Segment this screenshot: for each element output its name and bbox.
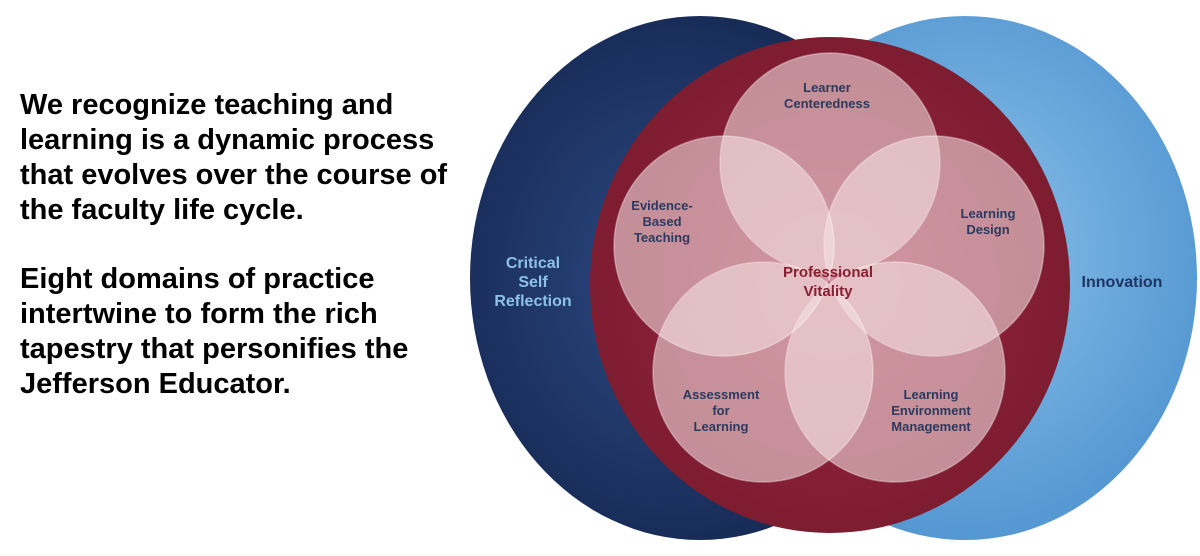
intro-text: We recognize teaching and learning is a … <box>20 88 460 436</box>
outer-left-label: Critical Self Reflection <box>494 255 571 310</box>
petals <box>613 52 1045 483</box>
petal-label-line: Learner <box>803 80 851 95</box>
petal-label-line: Based <box>642 214 681 229</box>
outer-left-label-line: Reflection <box>494 293 571 310</box>
petal-label-line: Centeredness <box>784 96 870 111</box>
petal-label-learning-environment-management: Learning Environment Management <box>891 387 971 434</box>
intro-paragraph-2: Eight domains of practice intertwine to … <box>20 263 409 400</box>
petal-label-line: Learning <box>961 206 1016 221</box>
center-label-line: Professional <box>783 264 873 281</box>
petal-label-line: Design <box>966 222 1009 237</box>
petal-label-line: Assessment <box>683 387 760 402</box>
petal-label-line: for <box>712 403 729 418</box>
domains-diagram: Critical Self Reflection Innovation Prof… <box>470 16 1197 540</box>
center-label-line: Vitality <box>804 283 854 300</box>
petal-label-line: Teaching <box>634 230 690 245</box>
outer-right-label: Innovation <box>1082 274 1163 291</box>
outer-left-label-line: Critical <box>506 255 560 272</box>
petal-label-line: Environment <box>891 403 971 418</box>
petal-label-line: Learning <box>694 419 749 434</box>
petal-label-assessment-for-learning: Assessment for Learning <box>683 387 760 434</box>
petal-label-evidence-based-teaching: Evidence- Based Teaching <box>631 198 692 245</box>
petal-label-learner-centeredness: Learner Centeredness <box>784 80 870 111</box>
intro-paragraph-1: We recognize teaching and learning is a … <box>20 89 448 226</box>
petal-evidence-based-teaching <box>613 135 835 357</box>
outer-left-label-line: Self <box>518 274 548 291</box>
outer-right-label-line: Innovation <box>1082 274 1163 291</box>
petal-label-line: Learning <box>904 387 959 402</box>
center-label: Professional Vitality <box>783 264 873 300</box>
petal-label-learning-design: Learning Design <box>961 206 1016 237</box>
petal-label-line: Management <box>891 419 971 434</box>
petal-label-line: Evidence- <box>631 198 692 213</box>
